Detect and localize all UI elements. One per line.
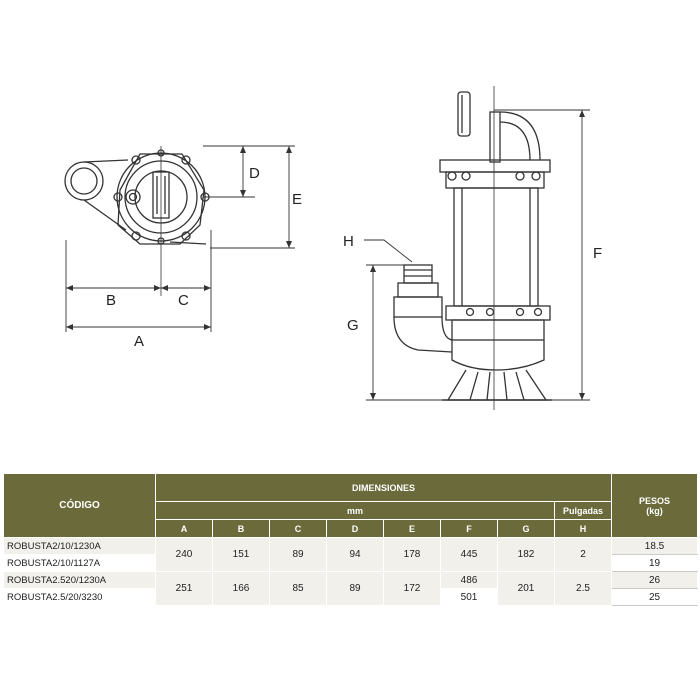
top-view-dimensions [65,145,295,332]
dimension-arrows [66,110,585,400]
cell-e: 172 [383,571,441,606]
table-row: ROBUSTA2.5/20/3230 501 25 [3,588,699,606]
row-code: ROBUSTA2.520/1230A [3,571,156,589]
cell-weight: 18.5 [611,537,699,555]
cell-h: 2.5 [553,571,613,606]
cell-f: 486 [440,571,498,589]
header-col-b: B [212,519,270,538]
cell-g: 182 [497,537,555,572]
header-weights: PESOS (kg) [611,473,699,538]
dimension-label-g: G [347,317,359,334]
table-row: ROBUSTA2/10/1127A 19 [3,554,699,572]
header-col-c: C [269,519,327,538]
dimension-label-a: A [134,333,144,350]
cell-d: 89 [326,571,384,606]
pump-technical-drawing: D E B C A F G H [64,86,602,410]
cell-f: 445 [440,537,498,572]
cell-weight: 19 [611,554,699,572]
dimensions-table: CÓDIGO DIMENSIONES PESOS (kg) mm Pulgada… [3,473,699,606]
dimension-label-h: H [343,233,354,250]
cell-b: 166 [212,571,270,606]
header-inches: Pulgadas [553,501,613,520]
row-code: ROBUSTA2/10/1230A [3,537,156,555]
cell-weight: 26 [611,571,699,589]
dimension-label-d: D [249,165,260,182]
cell-b: 151 [212,537,270,572]
side-view-dimensions [364,109,590,401]
header-col-h: H [553,519,613,538]
cell-c: 85 [269,571,327,606]
header-col-d: D [326,519,384,538]
cell-h: 2 [553,537,613,572]
pump-side-view [393,86,552,410]
cell-a: 251 [155,571,213,606]
row-code: ROBUSTA2.5/20/3230 [3,588,156,606]
header-col-e: E [383,519,441,538]
dimension-label-e: E [292,191,302,208]
cell-g: 201 [497,571,555,606]
header-col-a: A [155,519,213,538]
header-mm: mm [155,501,555,520]
row-code: ROBUSTA2/10/1127A [3,554,156,572]
cell-f: 501 [440,588,498,606]
table-row: ROBUSTA2.520/1230A 251 166 85 89 172 486… [3,571,699,606]
cell-d: 94 [326,537,384,572]
pump-top-view [64,146,210,296]
cell-c: 89 [269,537,327,572]
header-col-g: G [497,519,555,538]
cell-a: 240 [155,537,213,572]
cell-weight: 25 [611,588,699,606]
header-code: CÓDIGO [3,473,156,538]
dimension-label-f: F [593,245,602,262]
dimension-label-c: C [178,292,189,309]
header-col-f: F [440,519,498,538]
dimension-label-b: B [106,292,116,309]
cell-e: 178 [383,537,441,572]
table-row: ROBUSTA2/10/1230A 240 151 89 94 178 445 … [3,537,699,572]
header-dimensions: DIMENSIONES [154,473,613,502]
